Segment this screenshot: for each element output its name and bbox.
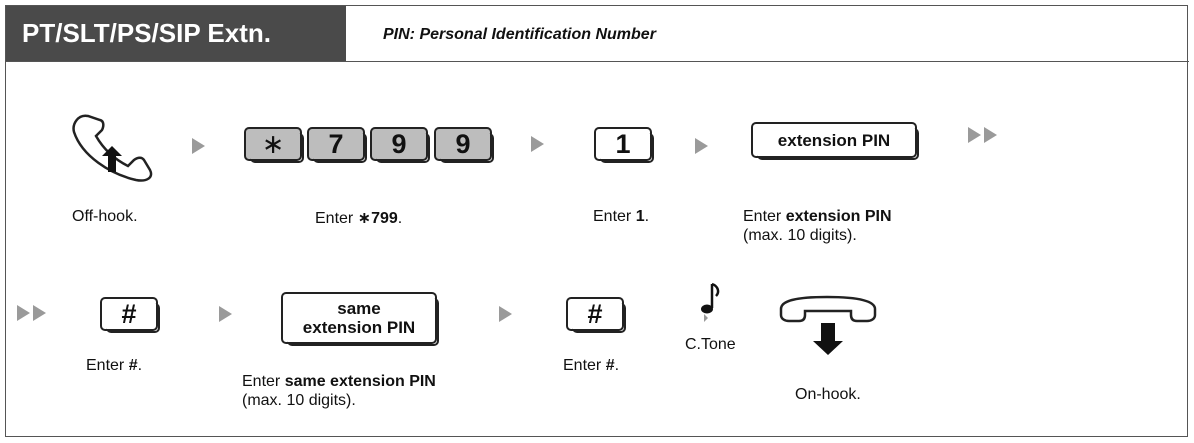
continue-arrows	[17, 305, 46, 321]
step-arrow	[192, 138, 205, 154]
continue-arrows	[968, 127, 997, 143]
key-1[interactable]: 1	[594, 127, 654, 163]
key-7[interactable]: 7	[307, 127, 367, 163]
step-arrow	[219, 306, 232, 322]
hash-key-second[interactable]: #	[566, 297, 626, 333]
step-arrow	[499, 306, 512, 322]
diagram-frame: PT/SLT/PS/SIP Extn. PIN: Personal Identi…	[5, 5, 1189, 437]
page-subtitle: PIN: Personal Identification Number	[383, 26, 656, 43]
step-arrow	[531, 136, 544, 152]
music-note-icon	[701, 282, 720, 322]
extension-pin-key[interactable]: extension PIN	[751, 122, 919, 160]
caption-ctone: C.Tone	[685, 336, 736, 353]
handset-onhook-icon	[779, 295, 877, 355]
caption-enter-extension-pin: Enter extension PIN (max. 10 digits).	[743, 208, 892, 244]
caption-enter-hash-second: Enter #.	[563, 357, 620, 374]
handset-offhook-icon	[72, 114, 153, 182]
caption-enter-star-799: Enter ∗799.	[315, 210, 403, 227]
caption-onhook: On-hook.	[795, 386, 861, 403]
key-9-second[interactable]: 9	[434, 127, 494, 163]
key-9[interactable]: 9	[370, 127, 430, 163]
star-key[interactable]: ∗	[244, 127, 304, 163]
extension-pin-label: extension PIN	[302, 318, 416, 337]
step-arrow	[695, 138, 708, 154]
page-title: PT/SLT/PS/SIP Extn.	[6, 6, 346, 61]
caption-enter-same-extension-pin: Enter same extension PIN (max. 10 digits…	[242, 373, 436, 409]
same-label: same	[337, 299, 381, 318]
hash-key[interactable]: #	[100, 297, 160, 333]
caption-offhook: Off-hook.	[72, 208, 138, 225]
caption-enter-1: Enter 1.	[593, 208, 650, 225]
same-extension-pin-key[interactable]: same extension PIN	[281, 292, 439, 346]
header-bar: PT/SLT/PS/SIP Extn. PIN: Personal Identi…	[6, 6, 1189, 62]
caption-enter-hash: Enter #.	[86, 357, 143, 374]
